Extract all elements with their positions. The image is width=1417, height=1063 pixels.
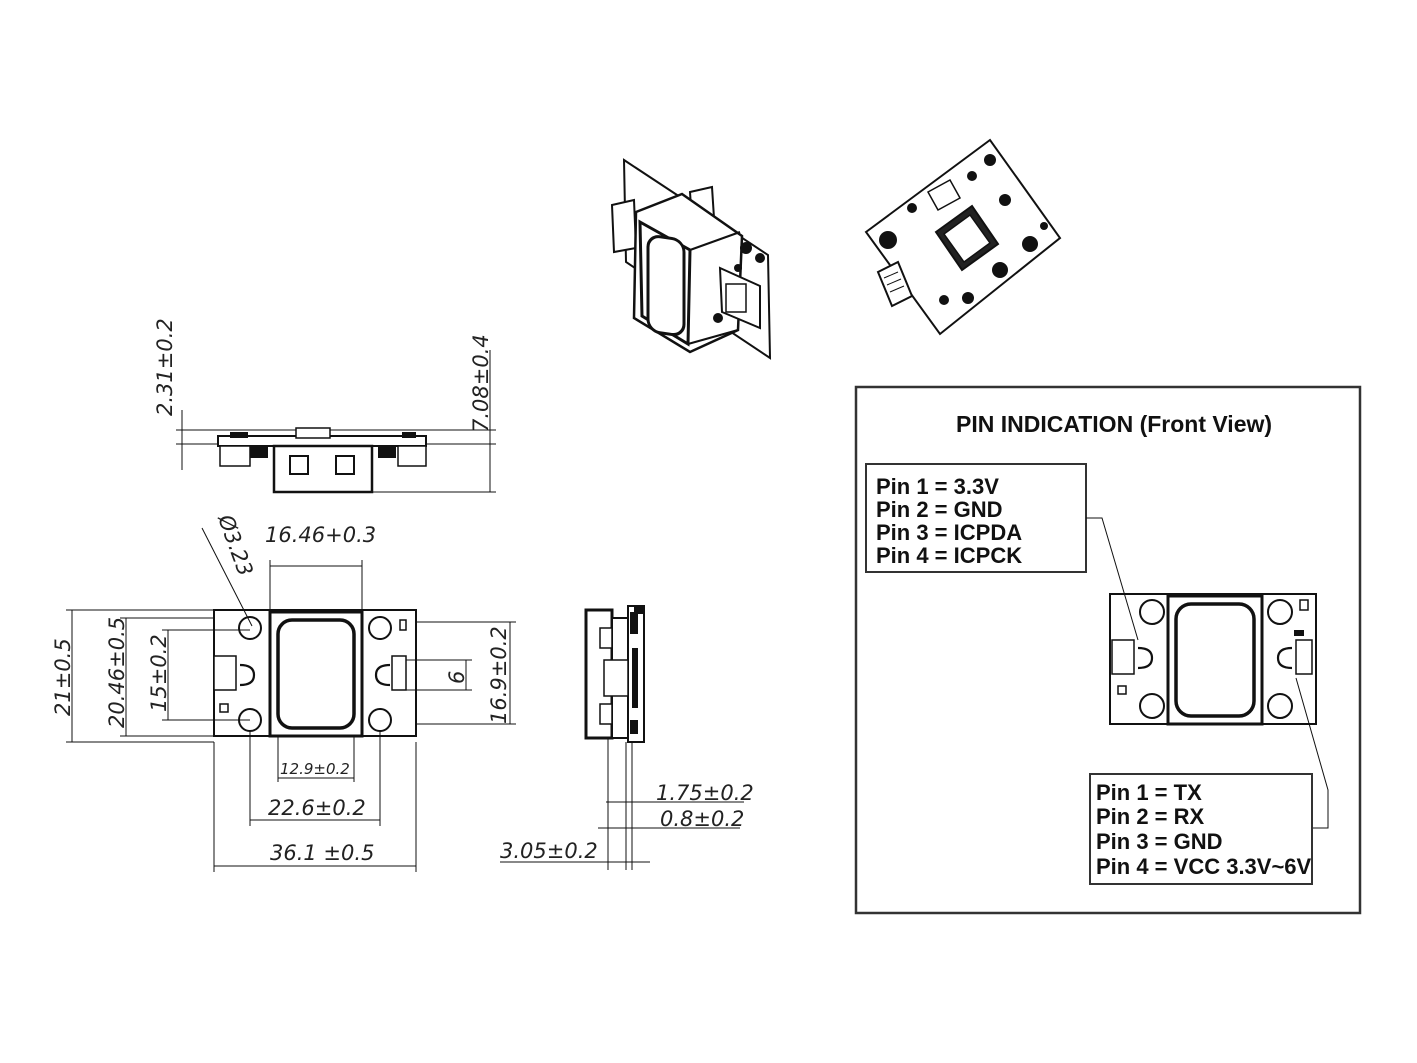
- hole-spacing-h-dim: 22.6±0.2: [268, 796, 366, 820]
- window-inner-width-dim: 12.9±0.2: [280, 760, 350, 778]
- right-connector-box: [1089, 773, 1313, 885]
- left-pin-3: Pin 3 = ICPDA: [876, 520, 1022, 545]
- hole-spacing-v-dim: 15±0.2: [147, 634, 171, 712]
- edge-view: 1.75±0.2 0.8±0.2 3.05±0.2: [500, 605, 754, 870]
- left-connector-box: [865, 463, 1087, 573]
- sensor-depth-dim: 3.05±0.2: [500, 839, 598, 863]
- left-pin-1: Pin 1 = 3.3V: [876, 474, 999, 499]
- window-height-dim: 16.9±0.2: [487, 626, 511, 724]
- right-pin-4: Pin 4 = VCC 3.3V~6V: [1096, 854, 1312, 879]
- side-height-dim: 2.31±0.2: [153, 318, 177, 416]
- window-width-dim: 16.46+0.3: [265, 523, 376, 547]
- board-width-dim: 36.1 ±0.5: [270, 841, 374, 865]
- pin-module-front-view: [1109, 593, 1317, 726]
- board-height-dim: 21±0.5: [51, 638, 75, 716]
- iso-view-front: [610, 158, 772, 360]
- pcb-thickness-a-dim: 1.75±0.2: [656, 781, 754, 805]
- pcb-thickness-b-dim: 0.8±0.2: [660, 807, 744, 831]
- pin-panel-title: PIN INDICATION (Front View): [956, 411, 1272, 437]
- iso-view-back: [864, 138, 1062, 336]
- front-view: Ø3.23 16.46+0.3 21±0.5 20.46±0.5 15±0.2 …: [51, 511, 516, 872]
- board-height-inner-dim: 20.46±0.5: [105, 617, 129, 728]
- right-pin-3: Pin 3 = GND: [1096, 829, 1223, 854]
- side-view: 2.31±0.2 7.08±0.4: [153, 318, 496, 494]
- left-pin-2: Pin 2 = GND: [876, 497, 1003, 522]
- left-pin-4: Pin 4 = ICPCK: [876, 543, 1022, 568]
- connector-pitch-dim: 6: [445, 671, 469, 684]
- right-pin-1: Pin 1 = TX: [1096, 780, 1202, 805]
- right-pin-2: Pin 2 = RX: [1096, 804, 1205, 829]
- pin-indication-panel: PIN INDICATION (Front View) Pin 1 = 3.3V…: [854, 385, 1362, 915]
- hole-diameter-dim: Ø3.23: [213, 511, 258, 580]
- total-height-dim: 7.08±0.4: [469, 334, 493, 432]
